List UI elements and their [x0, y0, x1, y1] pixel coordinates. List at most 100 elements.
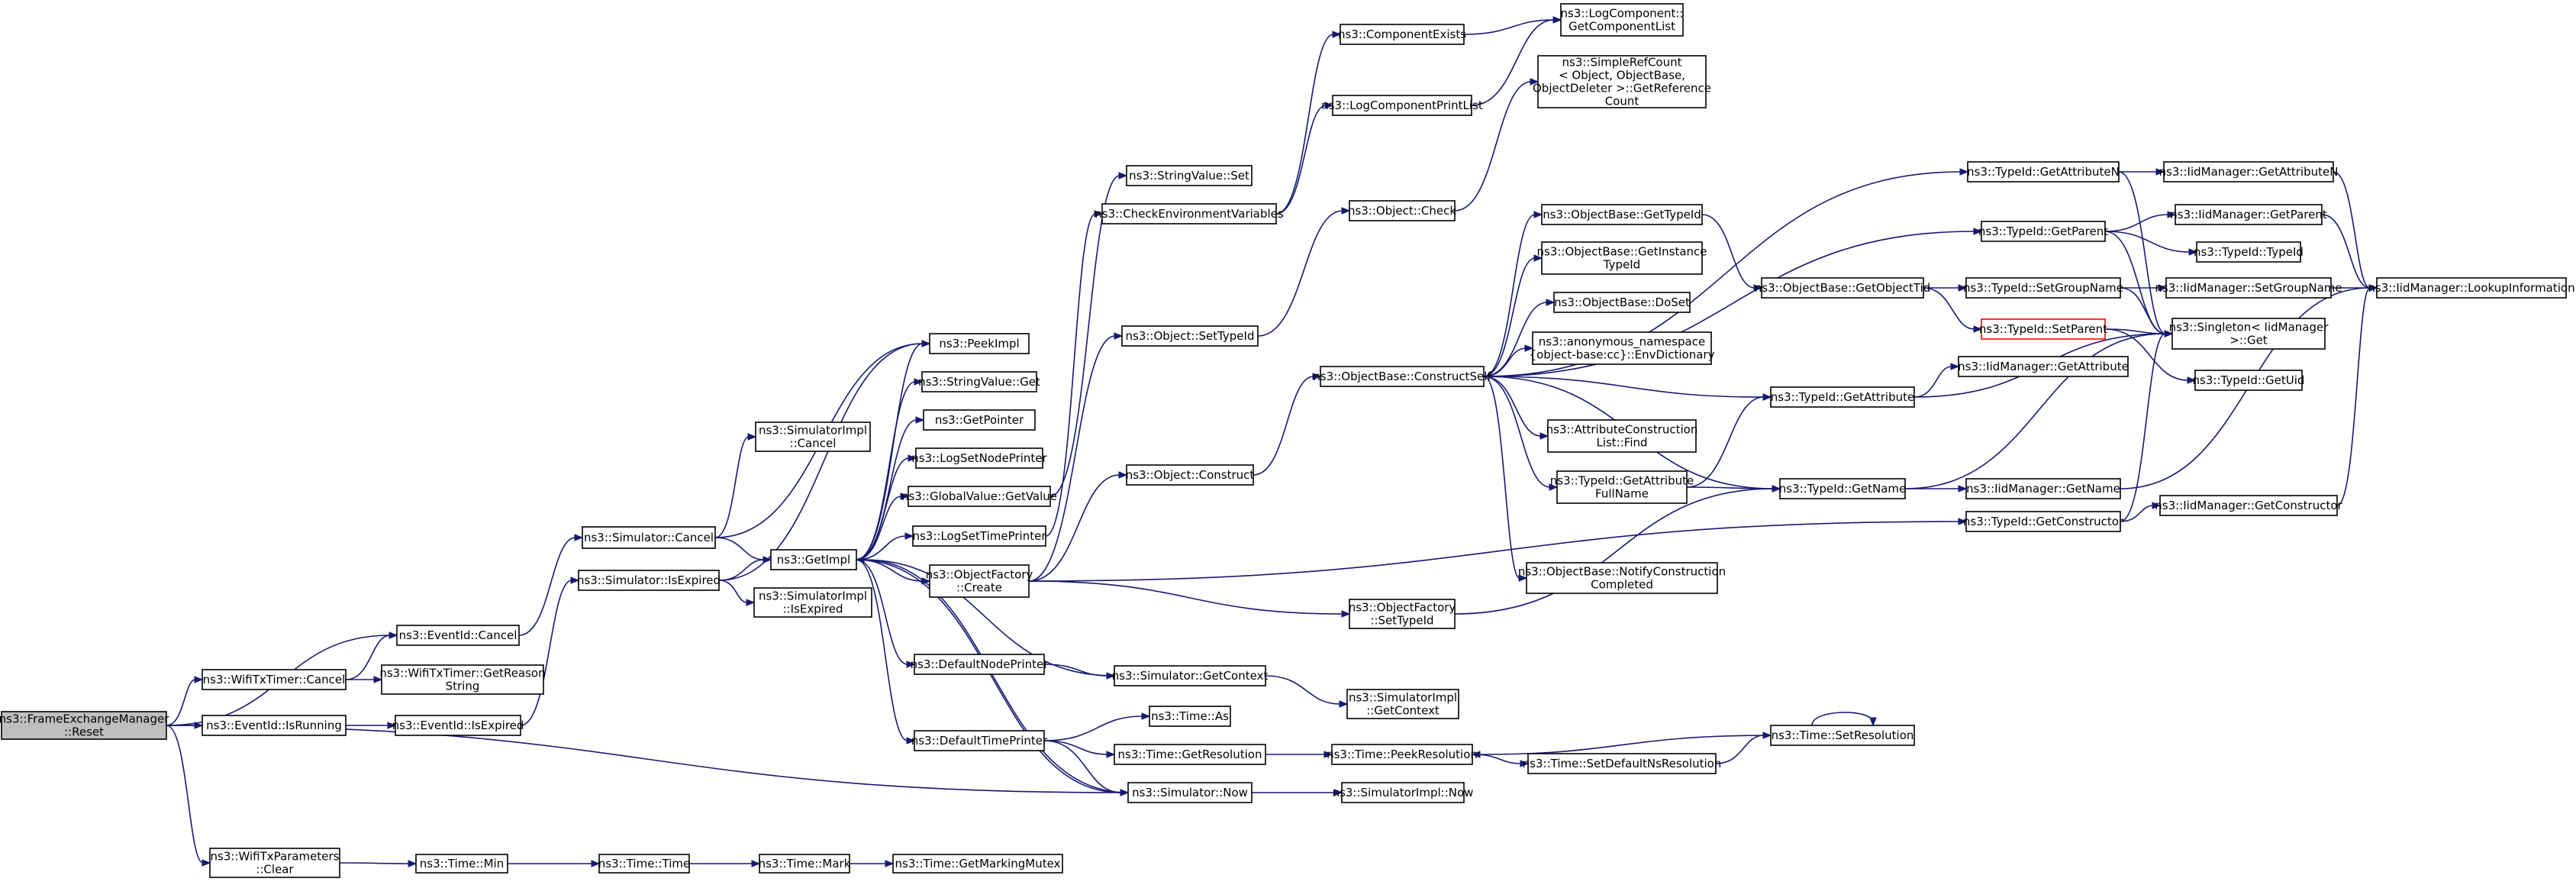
edge-simCancel-to-getImpl: [714, 537, 772, 564]
node-typeIdGetConstructor[interactable]: ns3::TypeId::GetConstructor: [1963, 511, 2124, 532]
node-label-line: ns3::Time::GetResolution: [1118, 748, 1262, 761]
node-box: [1331, 744, 1473, 765]
edge-line: [1483, 376, 1542, 437]
edge-arrowhead: [1533, 211, 1543, 218]
node-objectFactorySetTypeId[interactable]: ns3::ObjectFactory::SetTypeId: [1349, 599, 1456, 629]
node-label-line: ns3::GlobalValue::GetValue: [901, 489, 1057, 503]
node-obDoSet[interactable]: ns3::ObjectBase::DoSet: [1553, 292, 1691, 313]
node-typeIdGetUid[interactable]: ns3::TypeId::GetUid: [2193, 370, 2305, 391]
node-simpleRefCount[interactable]: ns3::SimpleRefCount< Object, ObjectBase,…: [1533, 55, 1711, 108]
node-checkEnvVars[interactable]: ns3::CheckEnvironmentVariables: [1095, 203, 1284, 224]
node-typeIdGetParent[interactable]: ns3::TypeId::GetParent: [1978, 221, 2108, 242]
node-box: [921, 371, 1037, 392]
node-objectConstruct[interactable]: ns3::Object::Construct: [1126, 464, 1255, 486]
node-defaultNodePrinter[interactable]: ns3::DefaultNodePrinter: [911, 654, 1049, 675]
node-globalValueGetValue[interactable]: ns3::GlobalValue::GetValue: [901, 486, 1057, 507]
edge-line: [2104, 231, 2191, 253]
node-envDictionary[interactable]: ns3::anonymous_namespace{object-base:cc}…: [1530, 331, 1715, 365]
node-peekImpl[interactable]: ns3::PeekImpl: [929, 333, 1030, 354]
node-stringValueSet[interactable]: ns3::StringValue::Set: [1126, 165, 1253, 186]
node-getMarkingMutex[interactable]: ns3::Time::GetMarkingMutex: [892, 854, 1063, 874]
node-timeGetResolution[interactable]: ns3::Time::GetResolution: [1114, 744, 1266, 765]
edge-objectSetTypeId-to-objectCheck: [1257, 207, 1351, 337]
node-timeTime[interactable]: ns3::Time::Time: [598, 854, 691, 874]
node-iidGetAttributeN[interactable]: ns3::IidManager::GetAttributeN: [2159, 161, 2339, 182]
node-logSetNodePrinter[interactable]: ns3::LogSetNodePrinter: [911, 447, 1048, 469]
node-simIsExpired[interactable]: ns3::Simulator::IsExpired: [577, 570, 721, 591]
edge-arrowhead: [1958, 284, 1968, 292]
node-stringValueGet[interactable]: ns3::StringValue::Get: [918, 371, 1040, 392]
node-simGetContext[interactable]: ns3::Simulator::GetContext: [1112, 665, 1269, 686]
edge-line: [1483, 257, 1536, 377]
edge-arrowhead: [1530, 78, 1539, 86]
node-typeIdSetGroupName[interactable]: ns3::TypeId::SetGroupName: [1963, 277, 2123, 299]
node-label-line: ns3::WifiTxTimer::Cancel: [203, 673, 346, 686]
node-iidGetParent[interactable]: ns3::IidManager::GetParent: [2170, 204, 2327, 225]
node-timeAs[interactable]: ns3::Time::As: [1149, 706, 1231, 727]
node-simImplIsExpired[interactable]: ns3::SimulatorImpl::IsExpired: [753, 587, 872, 618]
node-iidLookupInformation[interactable]: ns3::IidManager::LookupInformation: [2368, 277, 2575, 299]
edge-arrowhead: [1106, 751, 1116, 758]
node-logSetTimePrinter[interactable]: ns3::LogSetTimePrinter: [912, 525, 1046, 547]
node-defaultTimePrinter[interactable]: ns3::DefaultTimePrinter: [911, 730, 1048, 751]
node-iidGetConstructor[interactable]: ns3::IidManager::GetConstructor: [2155, 495, 2343, 516]
node-label-line: Completed: [1591, 578, 1653, 592]
node-typeIdSetParent[interactable]: ns3::TypeId::SetParent: [1979, 318, 2107, 340]
node-eventIdIsRunning[interactable]: ns3::EventId::IsRunning: [202, 715, 347, 736]
node-objectCheck[interactable]: ns3::Object::Check: [1348, 200, 1456, 221]
edge-line: [1478, 735, 1772, 755]
node-typeIdGetAttribute[interactable]: ns3::TypeId::GetAttribute: [1770, 386, 1915, 408]
node-simNow[interactable]: ns3::Simulator::Now: [1127, 782, 1253, 803]
node-typeIdGetAttributeN[interactable]: ns3::TypeId::GetAttributeN: [1967, 161, 2120, 182]
node-componentExists[interactable]: ns3::ComponentExists: [1338, 24, 1466, 45]
node-iidGetName[interactable]: ns3::IidManager::GetName: [1965, 478, 2121, 499]
node-timeMark[interactable]: ns3::Time::Mark: [759, 854, 851, 874]
node-objectSetTypeId[interactable]: ns3::Object::SetTypeId: [1121, 325, 1259, 347]
node-simImplGetContext[interactable]: ns3::SimulatorImpl::GetContext: [1346, 689, 1459, 719]
edge-objectFactorySetTypeId-to-typeIdGetName: [1454, 485, 1781, 615]
edge-constructSelf-to-obGetInstanceTypeId: [1483, 254, 1543, 377]
node-constructSelf[interactable]: ns3::ObjectBase::ConstructSelf: [1313, 366, 1491, 387]
node-logComponentPrintList[interactable]: ns3::LogComponentPrintList: [1321, 95, 1483, 116]
node-box: [202, 669, 347, 690]
node-simImplNow[interactable]: ns3::SimulatorImpl::Now: [1333, 782, 1474, 803]
node-obNotifyConstructionCompleted[interactable]: ns3::ObjectBase::NotifyConstructionCompl…: [1518, 562, 1726, 594]
node-wifiTxParamsClear[interactable]: ns3::WifiTxParameters::Clear: [209, 848, 340, 878]
edge-simIsExpired-to-peekImpl: [718, 340, 931, 581]
node-timePeekResolution[interactable]: ns3::Time::PeekResolution: [1327, 744, 1478, 765]
node-timeSetDefaultNsResolution[interactable]: ns3::Time::SetDefaultNsResolution: [1523, 753, 1722, 774]
edge-arrowhead: [921, 340, 931, 347]
node-obGetTypeId[interactable]: ns3::ObjectBase::GetTypeId: [1541, 204, 1703, 225]
node-iidGetAttribute[interactable]: ns3::IidManager::GetAttribute: [1958, 356, 2129, 377]
node-iidSetGroupName[interactable]: ns3::IidManager::SetGroupName: [2155, 277, 2342, 299]
node-getPointer[interactable]: ns3::GetPointer: [923, 409, 1036, 431]
edge-line: [1811, 712, 1874, 726]
node-simCancel[interactable]: ns3::Simulator::Cancel: [582, 526, 716, 549]
node-typeIdTypeId[interactable]: ns3::TypeId::TypeId: [2194, 241, 2304, 263]
node-obGetObjectTid[interactable]: ns3::ObjectBase::GetObjectTid: [1755, 277, 1930, 299]
node-getComponentList[interactable]: ns3::LogComponent::GetComponentList: [1560, 3, 1684, 37]
node-getImpl[interactable]: ns3::GetImpl: [770, 549, 857, 570]
edge-line: [1483, 347, 1527, 377]
node-box: [2175, 204, 2323, 225]
node-wifiTxTimerCancel[interactable]: ns3::WifiTxTimer::Cancel: [202, 669, 347, 690]
node-singletonGet[interactable]: ns3::Singleton< IidManager >::Get: [2169, 318, 2329, 350]
node-typeIdGetName[interactable]: ns3::TypeId::GetName: [1779, 478, 1906, 499]
node-simImplCancel[interactable]: ns3::SimulatorImpl::Cancel: [755, 422, 871, 452]
node-eventIdCancel[interactable]: ns3::EventId::Cancel: [396, 625, 520, 646]
edge-line: [166, 725, 1122, 793]
node-timeMin[interactable]: ns3::Time::Min: [415, 854, 508, 874]
node-label-line: ns3::Time::Min: [420, 857, 504, 870]
node-label-line: ns3::Time::Mark: [759, 857, 851, 870]
node-objectFactoryCreate[interactable]: ns3::ObjectFactory::Create: [926, 564, 1033, 598]
edge-arrowhead: [2158, 284, 2168, 292]
node-label-line: ns3::TypeId::SetParent: [1979, 322, 2107, 336]
node-root[interactable]: ns3::FrameExchangeManager::Reset: [0, 711, 169, 740]
node-box: [2376, 277, 2567, 299]
node-timeSetResolution[interactable]: ns3::Time::SetResolution: [1770, 725, 1915, 746]
node-eventIdIsExpired[interactable]: ns3::EventId::IsExpired: [392, 715, 524, 736]
